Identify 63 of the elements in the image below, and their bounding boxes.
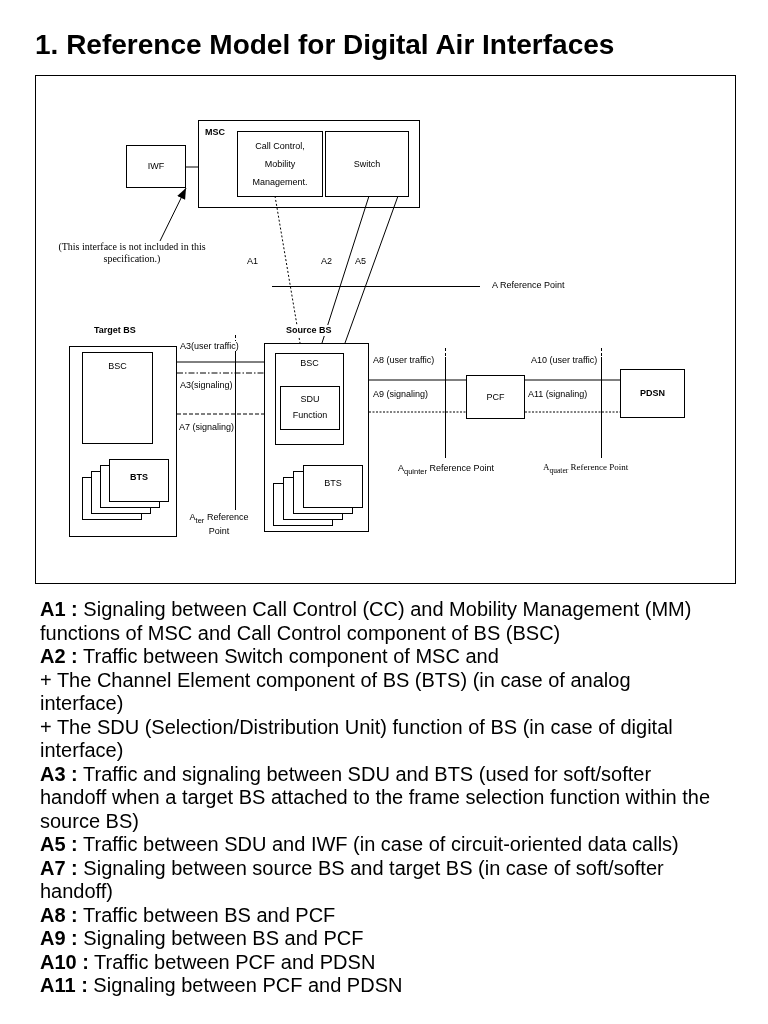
node-label: PCF: [486, 391, 505, 403]
interface-line: [274, 195, 301, 344]
definition-text: A8 : Traffic between BS and PCF: [40, 903, 337, 927]
node-label: MSC: [205, 127, 225, 138]
annotation-text: (This interface is not included in this specification.): [56, 241, 208, 267]
interface-line: [344, 195, 399, 344]
transceiver-stack: [273, 465, 363, 526]
edge-label: A2: [320, 256, 333, 267]
group-heading: Target BS: [93, 325, 137, 336]
arrow: [159, 187, 187, 242]
edge-label: A3(user traffic): [179, 341, 240, 352]
reference-point-label: A$_{quater}$ Reference Point: [543, 462, 630, 476]
interface-line: [176, 372, 265, 374]
controller-box: [275, 353, 344, 445]
definition-text: + The Channel Element component of BS (BTS) (in case of analog interface): [40, 668, 632, 716]
definition-text: A5 : Traffic between SDU and IWF (in case of circuit-oriented data calls): [40, 833, 680, 857]
edge-label: A8 (user traffic): [372, 355, 436, 366]
reference-point-label: A$_{ter}$ Reference Point: [188, 512, 250, 538]
definition-text: A1 : Signaling between Call Control (CC) and Mobility Management (MM) functions of MSC and Call Control component of BS (BSC): [40, 598, 693, 645]
definition-text: A3 : Traffic and signaling between SDU and BTS (used for soft/softer handoff when a target BS attached to the frame selection function within the source BS): [40, 762, 712, 833]
group-heading: Source BS: [285, 325, 333, 336]
definition-text: A11 : Signaling between PCF and PDSN: [40, 974, 404, 998]
function-box: [466, 375, 525, 419]
function-box: [237, 131, 323, 197]
interface-line: [321, 195, 370, 344]
node-label: Switch: [353, 158, 381, 170]
node-label: SDU Function: [291, 393, 329, 422]
node-label: IWF: [147, 161, 165, 172]
interface-line: [368, 411, 467, 413]
controller-box: [82, 352, 153, 444]
definition-text: + The SDU (Selection/Distribution Unit) function of BS (in case of digital interface): [40, 715, 674, 763]
diagram-title: 1. Reference Model for Digital Air Interfaces: [35, 29, 615, 61]
interface-line: [524, 379, 621, 381]
node-label: BSC: [108, 361, 127, 372]
interface-line: [185, 166, 199, 168]
reference-point-label: A Reference Point: [492, 280, 566, 292]
edge-label: A9 (signaling): [372, 389, 430, 400]
definition-text: A7 : Signaling between source BS and target BS (in case of soft/softer handoff): [40, 856, 665, 904]
node-label: BTS: [323, 478, 343, 489]
edge-label: A7 (signaling): [178, 422, 236, 433]
function-box: [126, 145, 186, 188]
edge-label: A3(signaling): [179, 380, 234, 391]
definition-text: A10 : Traffic between PCF and PDSN: [40, 950, 377, 974]
edge-label: A5: [354, 256, 367, 267]
interface-line: [524, 411, 621, 413]
edge-label: A10 (user traffic): [530, 355, 599, 366]
interface-line: [176, 413, 265, 415]
node-label: PDSN: [640, 388, 665, 399]
node-label: BSC: [300, 358, 319, 369]
edge-label: A1: [246, 256, 259, 267]
function-box: [325, 131, 409, 197]
network-node-box: [620, 369, 685, 418]
edge-label: A11 (signaling): [527, 389, 589, 400]
node-label: BTS: [129, 472, 149, 483]
transceiver-stack: [82, 459, 169, 520]
interface-line: [176, 361, 265, 363]
definition-text: A2 : Traffic between Switch component of MSC and: [40, 645, 500, 669]
switching-center-box: [198, 120, 420, 208]
definition-text: A9 : Signaling between BS and PCF: [40, 927, 365, 951]
reference-point-label: A$_{quinter}$ Reference Point: [398, 463, 495, 477]
interface-line: [368, 379, 467, 381]
function-box: [280, 386, 340, 430]
node-label: Call Control, Mobility Management.: [251, 140, 309, 189]
